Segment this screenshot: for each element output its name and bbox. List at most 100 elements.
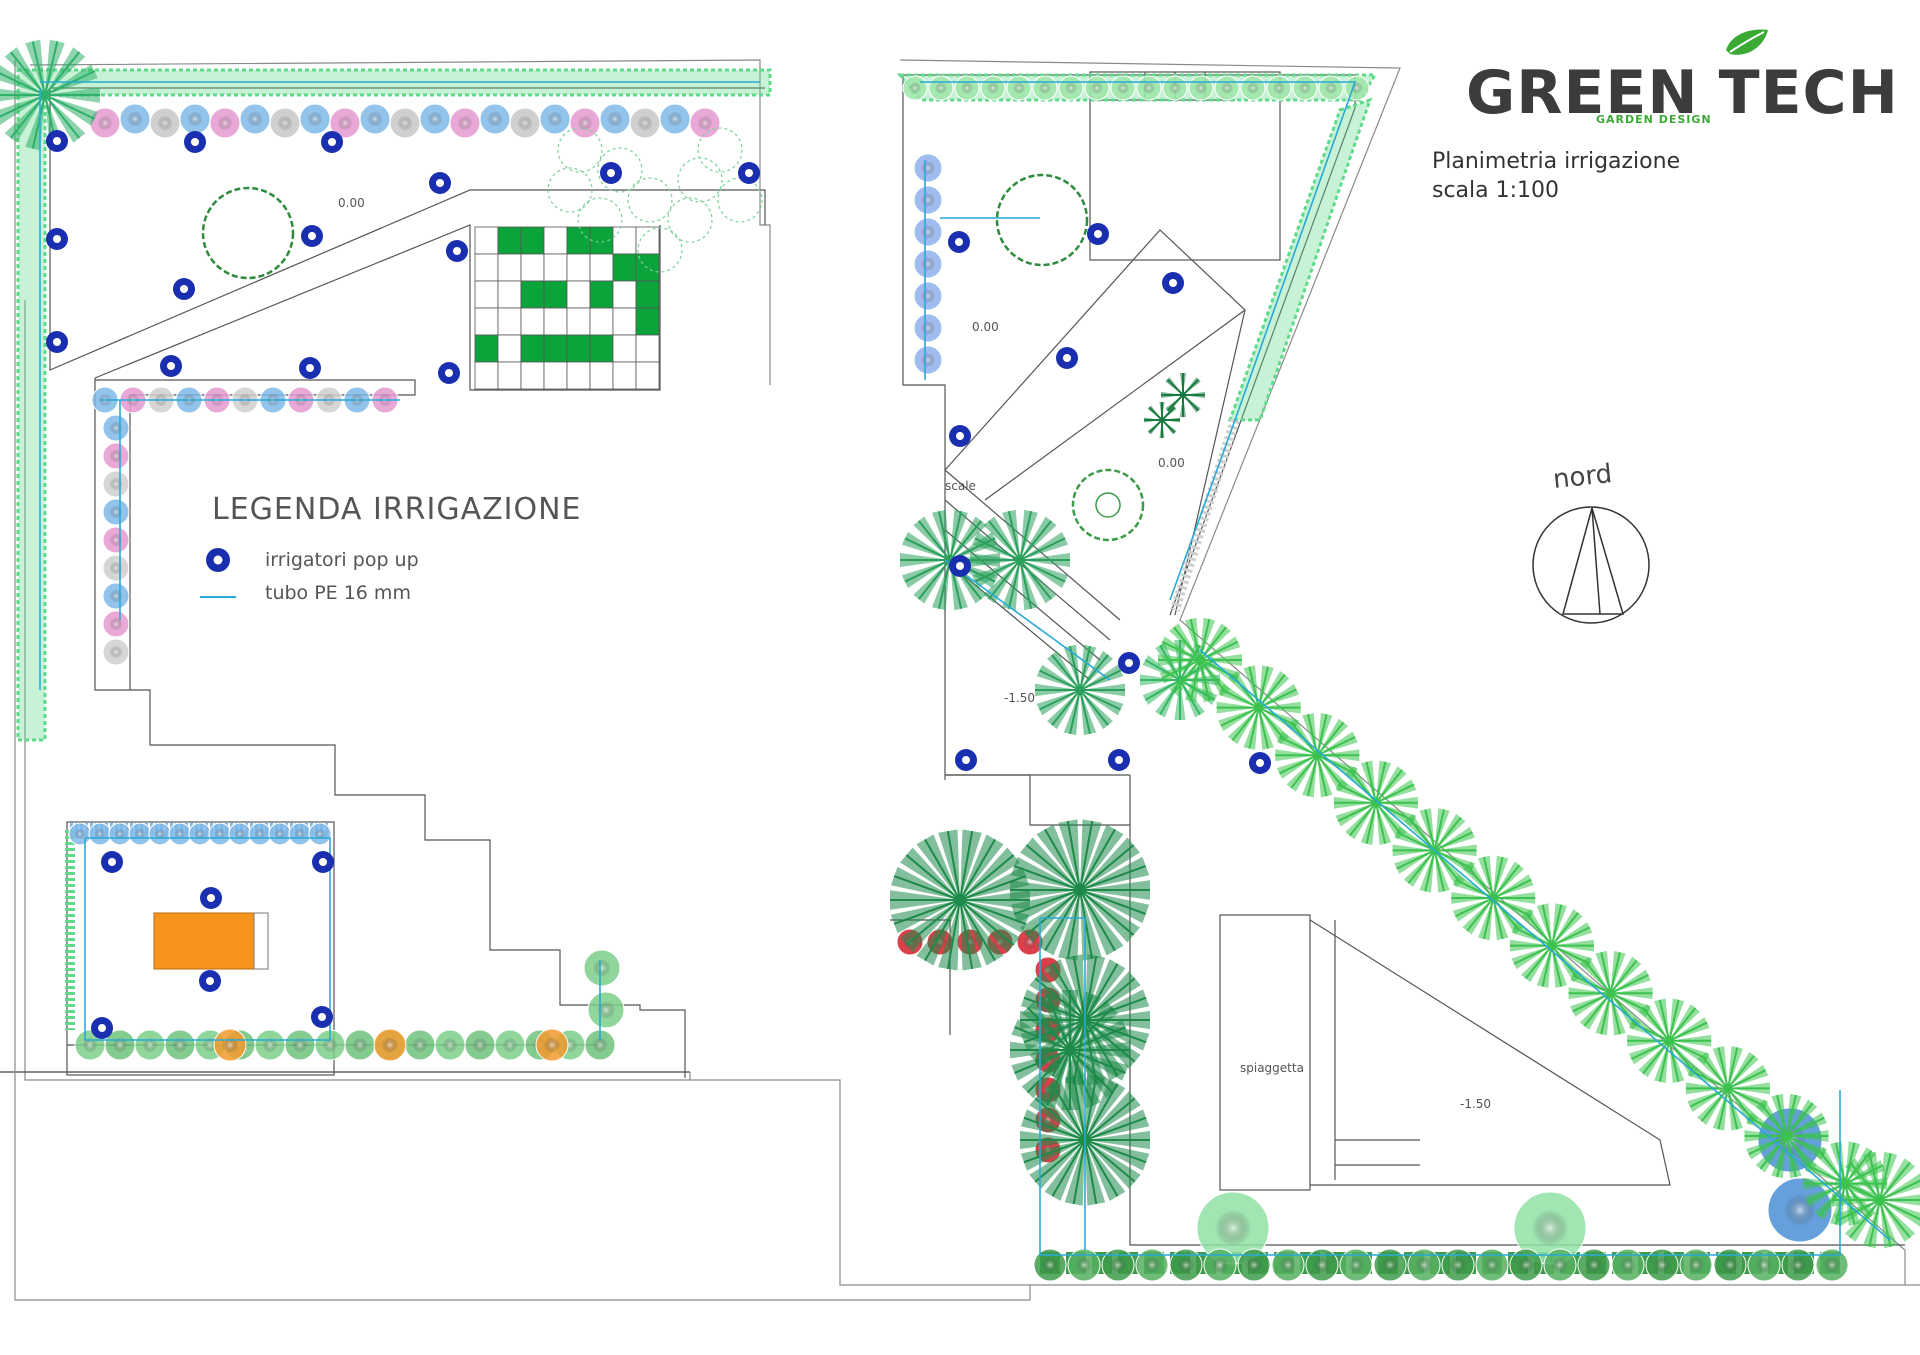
palm-leaf xyxy=(1345,802,1376,840)
palm-leaf xyxy=(913,516,950,560)
palm-leaf xyxy=(1200,617,1216,660)
palm-leaf xyxy=(1276,731,1318,756)
shrub-highlight xyxy=(1042,1257,1058,1273)
tree-canopy xyxy=(201,186,295,280)
palm-leaf xyxy=(1039,991,1070,1050)
sprinkler-core xyxy=(1256,759,1264,767)
tree-canopy xyxy=(717,177,763,223)
palm-leaf xyxy=(1058,890,1080,961)
palm-leaf xyxy=(932,560,950,611)
palm-leaf xyxy=(1047,650,1080,690)
sprinkler-icon xyxy=(1087,223,1109,245)
palm-leaf xyxy=(971,560,1020,589)
palm-leaf xyxy=(1669,1034,1712,1047)
north-label: nord xyxy=(1551,458,1614,496)
palm-leaf xyxy=(1275,749,1318,762)
shrub-highlight xyxy=(1039,82,1051,94)
shrub-highlight xyxy=(294,828,306,840)
sprinkler-core xyxy=(308,232,316,240)
lawn-tile xyxy=(497,307,522,336)
palm-leaf xyxy=(1183,395,1201,413)
palm-leaf xyxy=(1419,808,1435,851)
palm-leaf xyxy=(890,900,960,934)
shrub-highlight xyxy=(397,115,413,131)
palm-leaf xyxy=(1669,1040,1685,1084)
sprinkler-icon xyxy=(173,278,195,300)
sprinkler-core xyxy=(607,169,615,177)
palm-leaf xyxy=(1551,945,1567,988)
palm-leaf xyxy=(1159,636,1200,660)
palm-leaf xyxy=(1162,405,1177,420)
shrub-highlight xyxy=(1518,1257,1534,1273)
palm-leaf xyxy=(1080,819,1102,890)
palm-leaf xyxy=(1058,819,1080,890)
palm-leaf xyxy=(1085,1140,1126,1201)
palm-leaf xyxy=(1162,420,1177,435)
palm-leaf xyxy=(1727,1046,1743,1089)
palm-leaf xyxy=(1833,1173,1880,1200)
palm-leaf xyxy=(1833,1200,1880,1227)
lawn-tile-grid xyxy=(474,226,660,390)
palm-leaf xyxy=(1551,909,1583,946)
shrub-highlight xyxy=(1178,1257,1194,1273)
palm-leaf xyxy=(1002,560,1020,611)
sprinkler-core xyxy=(956,562,964,570)
palm-leaf xyxy=(960,847,1020,900)
tree-canopy xyxy=(557,127,603,173)
palm-leaf xyxy=(1162,417,1180,423)
shrub-highlight xyxy=(142,1037,158,1053)
shrub-highlight xyxy=(544,1037,560,1053)
lawn-tile xyxy=(520,226,545,255)
palm-leaf xyxy=(916,834,960,900)
palm-leaf xyxy=(1434,826,1475,851)
palm-tree xyxy=(1568,950,1653,1036)
palm-leaf xyxy=(1020,890,1080,943)
palm-leaf xyxy=(1536,945,1552,988)
shrub-highlight xyxy=(292,1037,308,1053)
lawn-tile xyxy=(589,280,614,309)
shrub-highlight xyxy=(109,645,123,659)
shrub-highlight xyxy=(1722,1257,1738,1273)
shrub-highlight xyxy=(382,1037,398,1053)
shrub-highlight xyxy=(607,111,623,127)
shrub-highlight xyxy=(1273,82,1285,94)
shrub-highlight xyxy=(262,1037,278,1053)
lawn-tile xyxy=(566,226,591,255)
lawn-tile xyxy=(543,334,568,363)
palm-leaf xyxy=(25,39,45,95)
palm-tree xyxy=(1010,990,1130,1110)
palm-leaf xyxy=(1669,1004,1700,1041)
shrub-highlight xyxy=(109,617,123,631)
sprinkler-core xyxy=(207,894,215,902)
palm-leaf xyxy=(901,560,950,589)
palm-leaf xyxy=(1697,1051,1728,1089)
palm-leaf xyxy=(1020,531,1069,560)
palm-leaf xyxy=(4,95,46,143)
shrub-highlight xyxy=(427,111,443,127)
palm-leaf xyxy=(1218,684,1259,708)
shrub-highlight xyxy=(457,115,473,131)
shrub-highlight xyxy=(1110,1257,1126,1273)
palm-leaf xyxy=(1375,802,1392,846)
shrub-highlight xyxy=(1013,82,1025,94)
sprinkler-icon xyxy=(46,130,68,152)
tree-canopy xyxy=(597,147,643,193)
brand-name-part1: GREEN xyxy=(1466,58,1699,128)
tree-canopies xyxy=(201,127,1145,542)
palm-leaf xyxy=(1020,560,1057,604)
palm-leaf xyxy=(900,847,960,900)
shrub-highlight xyxy=(1552,1257,1568,1273)
shrub-highlight xyxy=(1756,1257,1772,1273)
palm-leaf xyxy=(1021,1001,1070,1050)
palm-trees xyxy=(0,39,1920,1249)
shrub-highlight xyxy=(337,115,353,131)
shrub-highlight xyxy=(314,828,326,840)
shrub-highlight xyxy=(1212,1257,1228,1273)
palm-leaf xyxy=(45,64,98,95)
palm-leaf xyxy=(1830,1141,1846,1184)
palm-leaf xyxy=(1039,1050,1070,1109)
palm-leaf xyxy=(1862,1151,1880,1200)
palm-leaf xyxy=(1610,987,1653,1000)
palm-leaf xyxy=(1010,890,1080,924)
sprinkler-icon xyxy=(1249,752,1271,774)
